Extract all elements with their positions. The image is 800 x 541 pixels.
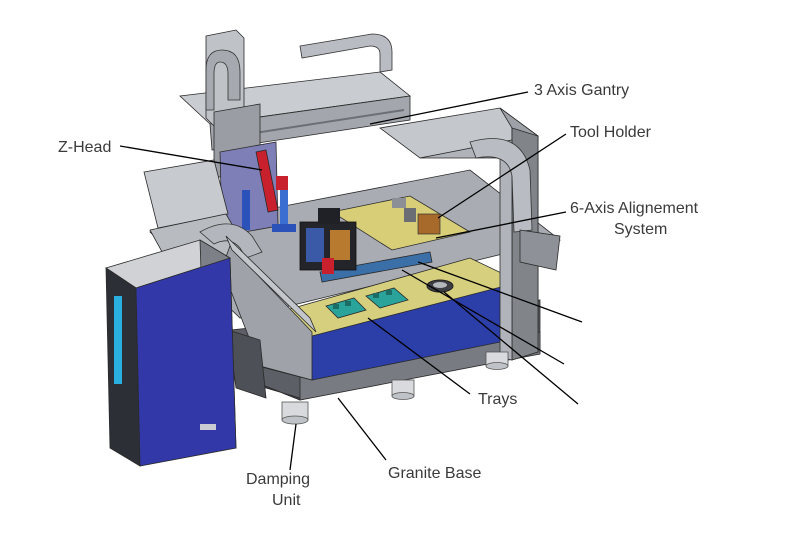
left-frame-rail xyxy=(143,159,229,229)
alignment-unit xyxy=(299,208,357,274)
label-alignment-line1: 6-Axis Alignement xyxy=(570,200,699,217)
leader-alignment-top xyxy=(435,211,567,239)
label-gantry: 3 Axis Gantry xyxy=(534,82,629,99)
damping-units xyxy=(281,351,509,425)
alignment-rail xyxy=(319,251,433,283)
tool-holder-plate xyxy=(330,195,472,251)
label-z-head: Z-Head xyxy=(58,139,111,156)
rear-right-plate xyxy=(519,229,561,271)
label-granite-base: Granite Base xyxy=(388,465,481,482)
leader-trays xyxy=(367,317,471,395)
label-tool-holder: Tool Holder xyxy=(570,124,652,141)
label-alignment-line2: System xyxy=(614,221,667,238)
leader-alignment-3 xyxy=(443,291,579,405)
cable-chain-right xyxy=(469,138,533,233)
tool-holder-block xyxy=(417,213,441,235)
label-trays: Trays xyxy=(478,391,517,408)
leader-lines xyxy=(119,91,583,471)
cable-chain-top xyxy=(299,33,393,73)
callout-labels: 3 Axis Gantry Tool Holder Z-Head 6-Axis … xyxy=(58,82,699,509)
leader-granite-base xyxy=(337,397,387,461)
label-damping-line2: Unit xyxy=(272,492,301,509)
leader-z-head xyxy=(119,145,263,171)
leader-alignment-1 xyxy=(417,261,583,323)
tray-group xyxy=(325,287,409,319)
z-head xyxy=(219,141,296,237)
leader-alignment-2 xyxy=(401,269,565,365)
tray-left xyxy=(325,297,367,319)
leader-tool-holder xyxy=(437,133,567,219)
leader-gantry xyxy=(369,91,529,125)
control-cabinet xyxy=(105,239,237,467)
machine-illustration xyxy=(105,29,561,467)
label-damping-line1: Damping xyxy=(246,471,310,488)
leader-damping xyxy=(289,423,297,471)
